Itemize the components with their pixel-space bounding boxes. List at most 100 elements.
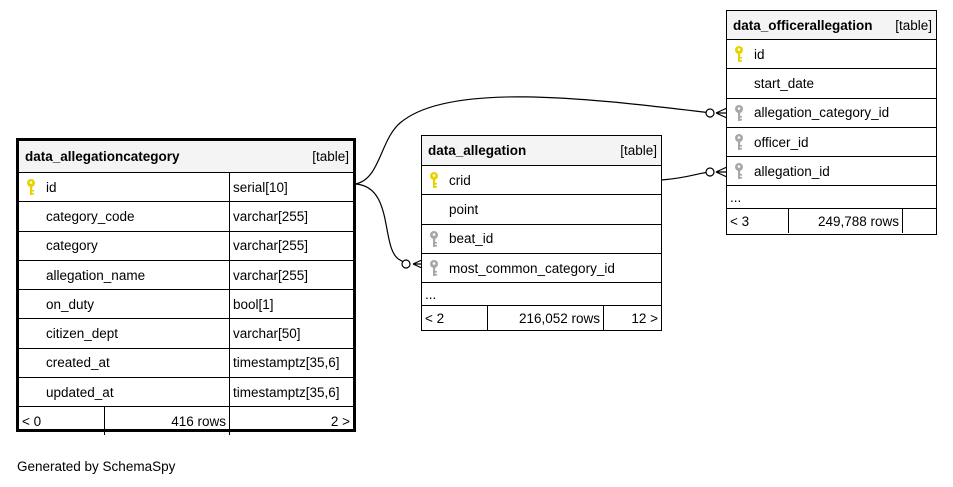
column-name: category (46, 238, 98, 254)
foreign-key-icon (429, 230, 439, 248)
column-name: start_date (754, 75, 815, 91)
column-name: most_common_category_id (449, 260, 615, 276)
table-data-officerallegation[interactable]: data_officerallegation [table] id start_d… (726, 10, 937, 235)
foreign-key-icon (734, 133, 744, 151)
relationship-end-circle (705, 108, 715, 118)
column-name: allegation_id (754, 163, 830, 179)
table-footer: < 3 249,788 rows (727, 209, 936, 234)
foreign-key-icon (734, 104, 744, 122)
table-data-allegation[interactable]: data_allegation [table] crid point beat_id… (421, 135, 662, 331)
column-name: id (46, 179, 57, 195)
primary-key-icon (429, 171, 439, 189)
column-row-beat-id[interactable]: beat_id (422, 225, 661, 254)
table-kind: [table] (620, 143, 657, 158)
column-row-id[interactable]: id (727, 40, 936, 70)
column-name-cell: point (422, 195, 661, 223)
column-type: varchar[50] (229, 319, 353, 348)
column-name-cell: crid (422, 166, 661, 194)
table-header[interactable]: data_allegationcategory [table] (19, 141, 353, 173)
column-name-cell: id (727, 40, 936, 68)
column-name-cell: beat_id (422, 225, 661, 253)
table-header[interactable]: data_officerallegation [table] (727, 11, 936, 40)
children-count[interactable] (903, 209, 936, 233)
column-name-cell: start_date (727, 69, 936, 97)
table-data-allegationcategory[interactable]: data_allegationcategory [table] id serial… (16, 138, 356, 436)
column-type: serial[10] (229, 173, 353, 202)
column-name: on_duty (46, 296, 95, 312)
column-row-crid[interactable]: crid (422, 166, 661, 196)
column-name: allegation_name (46, 267, 146, 283)
more-columns: ... (727, 186, 936, 210)
relationship-end-circle (705, 167, 715, 177)
table-name[interactable]: data_officerallegation (733, 17, 873, 33)
column-row-allegation-name[interactable]: allegation_name varchar[255] (19, 260, 353, 291)
column-name: updated_at (46, 384, 114, 400)
column-name: citizen_dept (46, 326, 119, 342)
column-name: created_at (46, 355, 110, 371)
column-name-cell: on_duty (19, 290, 229, 318)
relationship-line (660, 171, 713, 181)
column-type: varchar[255] (229, 202, 353, 231)
column-row-category[interactable]: category varchar[255] (19, 231, 353, 261)
column-name-cell: allegation_name (19, 261, 229, 289)
column-name-cell: category_code (19, 202, 229, 230)
primary-key-icon (734, 45, 744, 63)
column-name: point (449, 201, 479, 217)
more-columns: ... (422, 283, 661, 307)
table-kind: [table] (312, 149, 349, 164)
column-type: bool[1] (229, 290, 353, 319)
table-name[interactable]: data_allegationcategory (25, 149, 180, 164)
column-name-cell: officer_id (727, 128, 936, 156)
foreign-key-icon (734, 162, 744, 180)
column-row-allegation-id[interactable]: allegation_id (727, 157, 936, 187)
column-name: officer_id (754, 134, 809, 150)
column-name-cell: id (19, 173, 229, 201)
column-name-cell: updated_at (19, 378, 229, 406)
column-row-citizen-dept[interactable]: citizen_dept varchar[50] (19, 319, 353, 349)
column-row-officer-id[interactable]: officer_id (727, 128, 936, 158)
row-count: 249,788 rows (789, 209, 903, 234)
column-row-category-code[interactable]: category_code varchar[255] (19, 202, 353, 232)
column-type: timestamptz[35,6] (229, 378, 353, 407)
parents-count[interactable]: < 3 (727, 209, 789, 234)
table-kind: [table] (895, 17, 932, 33)
relationship-line (354, 183, 410, 265)
table-footer: < 0 416 rows 2 > (19, 407, 353, 436)
column-name-cell: allegation_id (727, 157, 936, 185)
relationship-line (354, 96, 713, 185)
column-row-updated-at[interactable]: updated_at timestamptz[35,6] (19, 378, 353, 408)
column-type: varchar[255] (229, 260, 353, 290)
parents-count[interactable]: < 0 (19, 407, 105, 436)
column-row-most-common-category-id[interactable]: most_common_category_id (422, 254, 661, 284)
column-name: category_code (46, 208, 135, 224)
column-name-cell: most_common_category_id (422, 254, 661, 282)
column-row-start-date[interactable]: start_date (727, 69, 936, 99)
table-name[interactable]: data_allegation (428, 143, 527, 158)
column-row-on-duty[interactable]: on_duty bool[1] (19, 290, 353, 320)
column-type: timestamptz[35,6] (229, 348, 353, 378)
column-row-point[interactable]: point (422, 195, 661, 225)
column-name-cell: allegation_category_id (727, 99, 936, 127)
table-header[interactable]: data_allegation [table] (422, 136, 661, 166)
column-row-id[interactable]: id serial[10] (19, 173, 353, 203)
column-name-cell: category (19, 232, 229, 260)
column-name: crid (449, 172, 471, 188)
row-count: 416 rows (105, 407, 230, 436)
primary-key-icon (26, 178, 36, 196)
column-name: allegation_category_id (754, 105, 890, 121)
relationship-end-circle (401, 259, 411, 269)
generated-by-label: Generated by SchemaSpy (17, 459, 176, 474)
parents-count[interactable]: < 2 (422, 306, 488, 331)
column-name: id (754, 46, 765, 62)
column-name: beat_id (449, 231, 494, 247)
column-row-created-at[interactable]: created_at timestamptz[35,6] (19, 348, 353, 379)
table-footer: < 2 216,052 rows 12 > (422, 306, 661, 331)
column-name-cell: created_at (19, 349, 229, 377)
children-count[interactable]: 12 > (631, 310, 658, 326)
column-type: varchar[255] (229, 231, 353, 260)
children-count[interactable]: 2 > (330, 413, 350, 429)
column-row-allegation-category-id[interactable]: allegation_category_id (727, 99, 936, 128)
row-count: 216,052 rows (488, 306, 604, 331)
foreign-key-icon (429, 259, 439, 277)
